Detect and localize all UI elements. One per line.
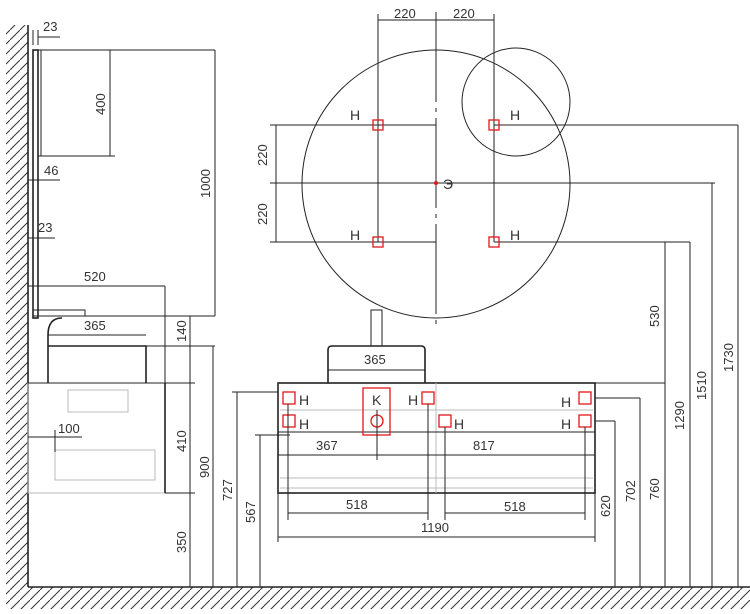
dim-label: 100 [58,421,80,436]
dim-label: 220 [255,203,270,225]
dim-label: 23 [43,19,57,34]
h-label: H [350,227,360,243]
dimension-labels: 23 400 46 1000 23 520 365 140 100 410 90… [38,6,736,553]
h-label: H [510,227,520,243]
h-marker [372,119,384,131]
front-view [270,12,739,587]
h-label: H [454,416,464,432]
dim-label: 410 [174,430,189,452]
h-label: H [408,392,418,408]
basin-front [327,345,426,383]
dim-label: 46 [44,163,58,178]
h-marker [488,236,500,248]
h-marker [488,119,500,131]
dim-label: 1510 [694,371,709,400]
dim-label: 520 [84,269,106,284]
cabinet-side [27,382,166,494]
center-label: Э [443,176,453,192]
h-marker [282,391,296,405]
side-view [27,30,290,587]
dim-label: 1000 [198,169,213,198]
dim-label: 1290 [672,401,687,430]
faucet-side [32,309,86,317]
dim-label: 817 [473,438,495,453]
dim-label: 1730 [721,343,736,372]
mirror-side [32,49,39,319]
dim-label: 365 [84,318,106,333]
dim-label: 530 [647,305,662,327]
faucet-front [370,309,383,347]
h-label: H [299,392,309,408]
dim-label: 702 [623,480,638,502]
h-marker [578,414,592,428]
small-mirror [461,47,571,157]
h-marker [372,236,384,248]
dim-label: 518 [346,497,368,512]
dim-label: 620 [598,495,613,517]
h-label: H [299,416,309,432]
dim-label: 220 [255,144,270,166]
dim-label: 23 [38,220,52,235]
dim-label: 1190 [421,520,449,535]
dim-label: 727 [220,479,235,501]
wall-hatch [6,25,28,587]
dim-label: 220 [453,6,475,21]
dim-label: 400 [93,93,108,115]
h-marker [282,414,296,428]
h-label: H [350,107,360,123]
small-mirror-side [37,49,42,157]
h-label: H [561,416,571,432]
dim-label: 518 [504,499,526,514]
dim-label: 350 [174,531,189,553]
dim-label: 365 [364,352,386,367]
h-marker [421,391,435,405]
dim-label: 900 [197,456,212,478]
dim-label: 760 [647,478,662,500]
h-marker [578,391,592,405]
dim-label: 220 [394,6,416,21]
h-label: H [561,394,571,410]
dim-label: 567 [243,501,258,523]
dim-label: 140 [174,320,189,342]
dim-label: 367 [316,438,338,453]
h-marker [438,414,452,428]
h-label: H [510,107,520,123]
floor-hatch [6,587,750,609]
k-label: K [372,392,382,408]
